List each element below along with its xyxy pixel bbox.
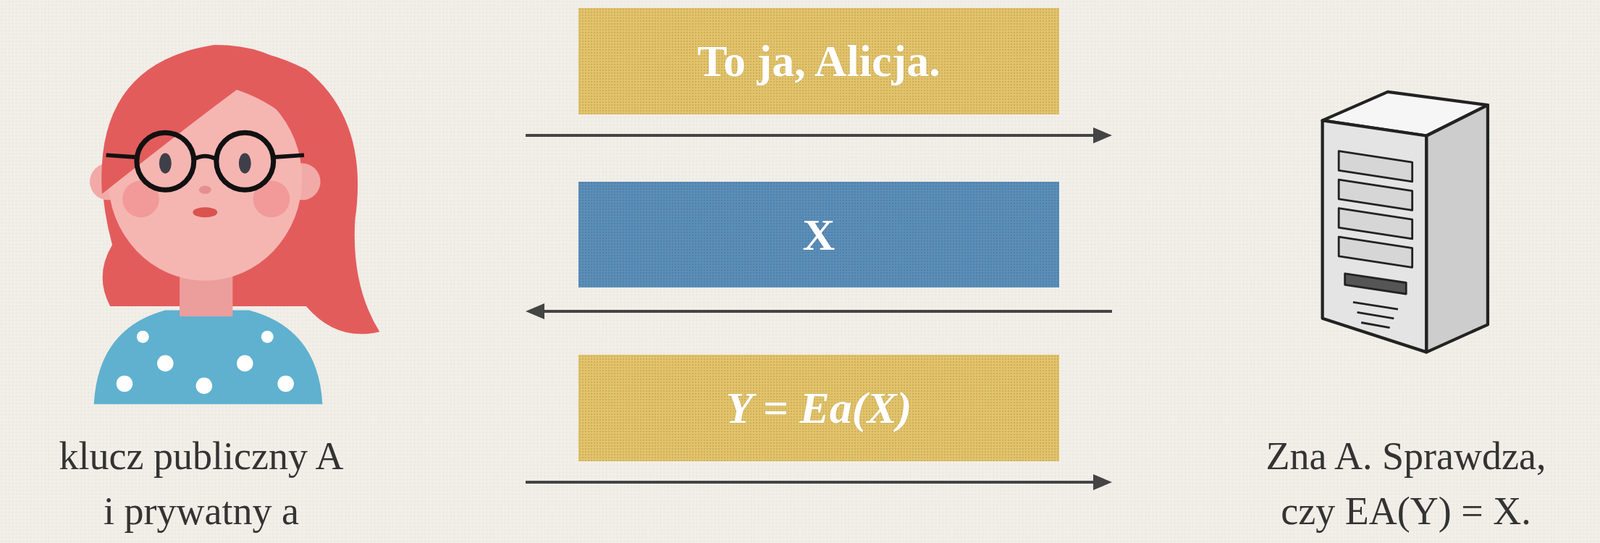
message-box: Y = Ea(X) <box>578 354 1060 462</box>
message-box: To ja, Alicja. <box>578 7 1060 115</box>
message-text: X <box>802 209 836 261</box>
message-arrow <box>525 127 1113 144</box>
message-arrow <box>525 303 1113 320</box>
message-text: Y = Ea(X) <box>726 382 913 434</box>
server-node: Zna A. Sprawdza, czy EA(Y) = X. <box>1112 28 1593 536</box>
message-arrow <box>525 474 1113 491</box>
node-caption: Zna A. Sprawdza, czy EA(Y) = X. <box>1250 428 1562 539</box>
node-caption: klucz publiczny A i prywatny a <box>55 428 349 539</box>
person-node: klucz publiczny A i prywatny a <box>7 28 526 536</box>
server-figure <box>1322 91 1488 352</box>
alice-figure <box>89 44 380 404</box>
message-text: To ja, Alicja. <box>697 35 940 87</box>
message-box: X <box>578 181 1060 288</box>
